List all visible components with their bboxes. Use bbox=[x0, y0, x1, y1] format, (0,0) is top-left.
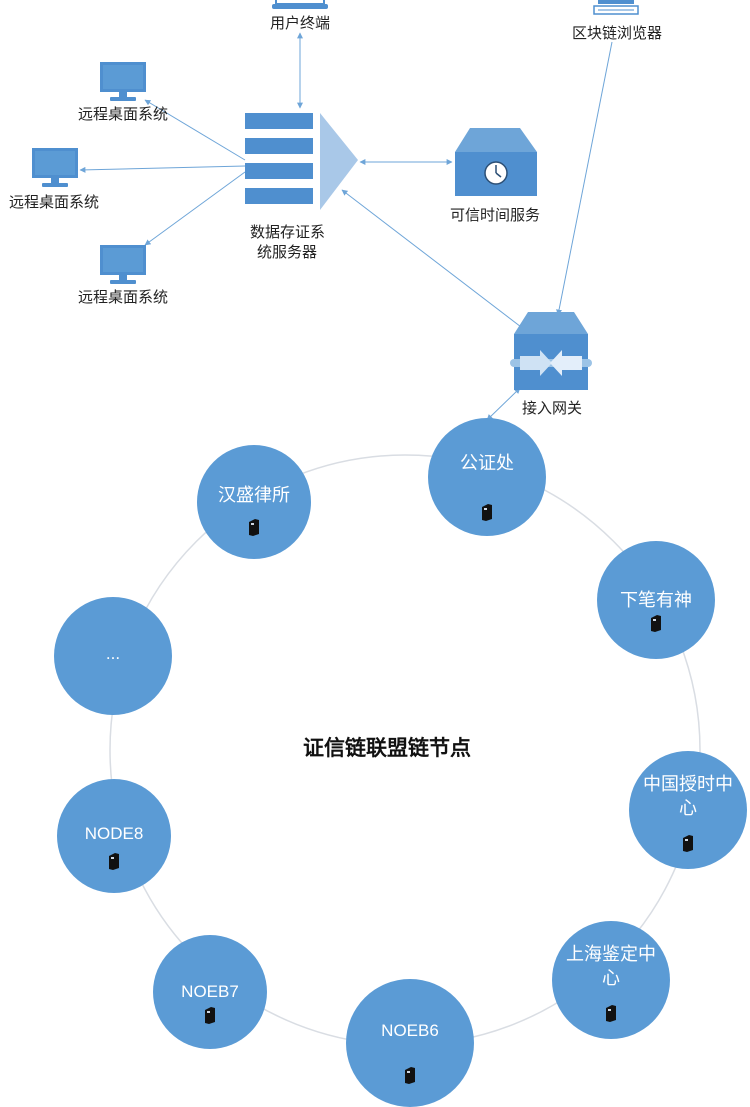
consortium-node: 汉盛律所 bbox=[197, 445, 311, 559]
diagram-canvas bbox=[32, 0, 701, 1046]
storage-server-label-line2: 统服务器 bbox=[257, 243, 318, 261]
gateway-icon bbox=[510, 312, 592, 390]
monitor-icon bbox=[100, 62, 146, 101]
link-server-gateway bbox=[341, 189, 526, 331]
server-tower-icon bbox=[405, 1067, 415, 1084]
consortium-node: NOEB7 bbox=[153, 935, 267, 1049]
monitor-icon bbox=[32, 148, 78, 187]
consortium-node: 中国授时中心 bbox=[629, 751, 747, 869]
node-label: ... bbox=[105, 644, 121, 663]
node-label: NOEB6 bbox=[381, 1021, 439, 1040]
server-tower-icon bbox=[606, 1005, 616, 1022]
link-server-desktop-2 bbox=[79, 165, 246, 173]
remote-desktop-label: 远程桌面系统 bbox=[9, 193, 100, 211]
consortium-title: 证信链联盟链节点 bbox=[303, 736, 471, 760]
consortium-node: 下笔有神 bbox=[597, 541, 715, 659]
server-tower-icon bbox=[482, 504, 492, 521]
node-label: 汉盛律所 bbox=[218, 485, 290, 506]
node-label: 上海鉴定中心 bbox=[566, 944, 656, 989]
monitor-icon bbox=[272, 0, 328, 9]
monitor-icon bbox=[593, 0, 639, 15]
connectors bbox=[79, 32, 613, 421]
server-tower-icon bbox=[651, 615, 661, 632]
node-label: NODE8 bbox=[84, 824, 144, 843]
user-terminal-label: 用户终端 bbox=[270, 14, 331, 32]
consortium-node: 上海鉴定中心 bbox=[552, 921, 670, 1039]
node-label: 下笔有神 bbox=[620, 590, 692, 611]
consortium-node: NOEB6 bbox=[346, 979, 474, 1107]
server-tower-icon bbox=[205, 1007, 215, 1024]
consortium-node: 公证处 bbox=[428, 418, 546, 536]
consortium-node: NODE8 bbox=[57, 779, 171, 893]
server-tower-icon bbox=[683, 835, 693, 852]
remote-desktop-label: 远程桌面系统 bbox=[78, 105, 169, 123]
storage-server-label-line1: 数据存证系 bbox=[250, 223, 326, 241]
gateway-label: 接入网关 bbox=[522, 399, 583, 417]
link-server-desktop-3 bbox=[144, 171, 246, 246]
server-stack-icon bbox=[245, 113, 358, 210]
blockchain-browser-label: 区块链浏览器 bbox=[572, 24, 663, 42]
remote-desktop-label: 远程桌面系统 bbox=[78, 288, 169, 306]
link-browser-gateway bbox=[556, 41, 613, 316]
node-label: 公证处 bbox=[460, 453, 514, 474]
monitor-icon bbox=[100, 245, 146, 284]
link-server-desktop-1 bbox=[144, 99, 246, 161]
link-gateway-ring bbox=[486, 387, 521, 421]
server-tower-icon bbox=[109, 853, 119, 870]
consortium-node: ... bbox=[54, 597, 172, 715]
clock-box-icon bbox=[455, 128, 537, 196]
server-tower-icon bbox=[249, 519, 259, 536]
node-label: NOEB7 bbox=[181, 982, 239, 1001]
blockchain-architecture-diagram: 用户终端 区块链浏览器 远程桌面系统 远程桌面系统 远程桌面系统 数据存证系 统… bbox=[9, 0, 747, 1107]
node-label: 中国授时中心 bbox=[643, 774, 733, 819]
trusted-time-label: 可信时间服务 bbox=[450, 206, 541, 224]
